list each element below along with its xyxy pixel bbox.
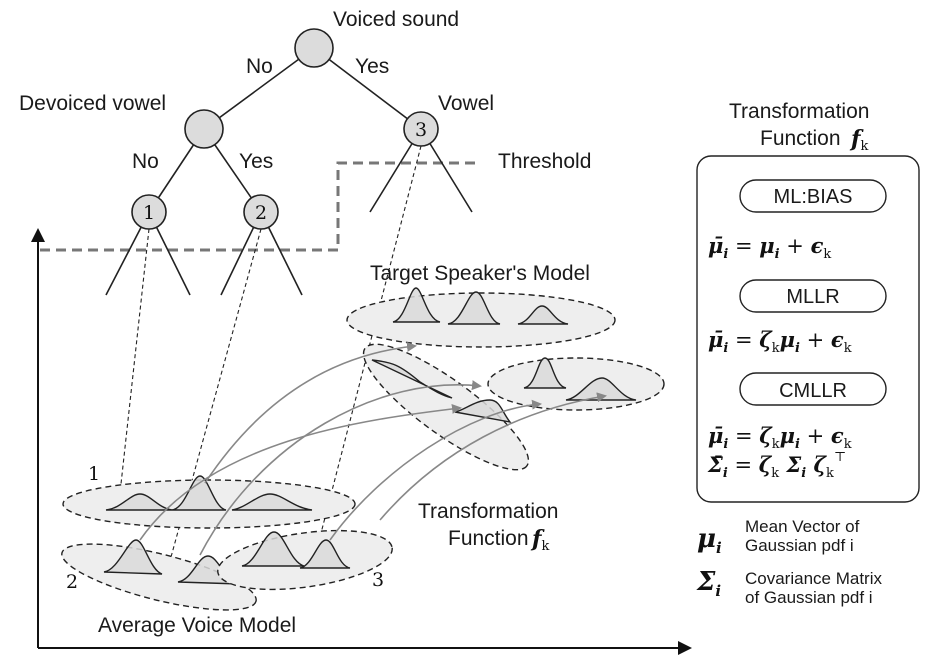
transformation-function-label: Transformation Function fk — [418, 500, 558, 554]
transform-label-line1: Transformation — [418, 500, 558, 523]
mu-desc-line2: Gaussian pdf i — [745, 536, 854, 555]
cluster-2-label: 2 — [66, 571, 78, 593]
top-yes-label: Yes — [355, 55, 389, 78]
transform-label-line2: Function — [448, 527, 529, 550]
method-pill-cmllr — [739, 372, 887, 406]
transform-symbol: fk — [530, 526, 549, 554]
formula-mllr: μ̄i = ζkμi + ϵk — [708, 327, 852, 356]
threshold-label: Threshold — [498, 150, 591, 173]
method-pill-mllr — [739, 279, 887, 313]
method-pill-mlbias — [739, 179, 887, 213]
mu-desc-line1: Mean Vector of — [745, 517, 860, 536]
node-2-label: 2 — [255, 202, 267, 224]
transformation-arrows — [139, 341, 607, 556]
sigma-desc-line1: Covariance Matrix — [745, 569, 882, 588]
threshold-line — [40, 161, 480, 252]
panel-title-line2: Function — [760, 127, 841, 150]
panel-title-symbol: fk — [849, 126, 868, 154]
formula-cmllr-mean: μ̄i = ζkμi + ϵk — [708, 423, 852, 452]
cluster-1-label: 1 — [88, 463, 100, 485]
tree-devoiced-node — [184, 109, 224, 149]
top-no-label: No — [246, 55, 273, 78]
tree-root-node — [294, 28, 334, 68]
target-model-label: Target Speaker's Model — [370, 262, 590, 285]
panel-title-line1: Transformation — [729, 100, 869, 123]
method-label-cmllr: CMLLR — [779, 380, 847, 402]
cluster-3-label: 3 — [372, 569, 384, 591]
method-label-mlbias: ML:BIAS — [774, 186, 853, 208]
mu-symbol: μi — [697, 524, 722, 557]
node-3-label: 3 — [415, 119, 427, 141]
symbol-legend: μi Mean Vector of Gaussian pdf i Σi Cova… — [696, 517, 882, 607]
average-voice-model: 1 2 3 Average Voice Model — [61, 463, 393, 637]
sigma-desc-line2: of Gaussian pdf i — [745, 588, 873, 607]
left-yes-label: Yes — [239, 150, 273, 173]
devoiced-vowel-label: Devoiced vowel — [19, 92, 166, 115]
node-1-label: 1 — [143, 202, 155, 224]
transformation-panel-box — [696, 155, 920, 503]
formula-mlbias: μ̄i = μi + ϵk — [708, 233, 831, 262]
root-label: Voiced sound — [333, 8, 459, 31]
decision-tree: 3 1 2 Voiced sound No Yes Devoiced vowel… — [19, 8, 591, 296]
method-label-mllr: MLLR — [786, 286, 839, 308]
transformation-panel: Transformation Function fk ML:BIAS μ̄i =… — [696, 100, 920, 503]
vowel-label: Vowel — [438, 92, 494, 115]
average-model-label: Average Voice Model — [98, 614, 296, 637]
left-no-label: No — [132, 150, 159, 173]
target-speaker-model: Target Speaker's Model — [346, 262, 665, 471]
sigma-symbol: Σi — [696, 567, 721, 600]
